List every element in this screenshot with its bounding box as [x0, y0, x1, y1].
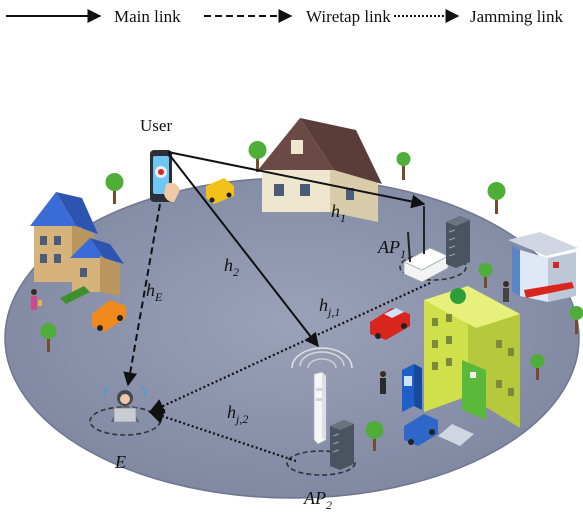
- car-icon: [92, 300, 126, 332]
- antenna-icon: [291, 347, 353, 445]
- user-label: User: [140, 116, 172, 135]
- tree-icon: [105, 173, 124, 204]
- car-icon: [370, 308, 410, 340]
- blue-house-icon: [30, 192, 124, 296]
- hedge-icon: [60, 286, 90, 304]
- person-icon: [31, 289, 42, 310]
- links: [123, 151, 431, 463]
- hj2-label: hj,2: [227, 402, 248, 426]
- legend-wiretap-label: Wiretap link: [306, 7, 391, 26]
- legend-jamming-link: Jamming link: [394, 7, 564, 26]
- person-icon: [380, 371, 386, 394]
- ap2-coverage-ring: [286, 450, 356, 476]
- legend-main-label: Main link: [114, 7, 181, 26]
- hj1-label: hj,1: [319, 295, 340, 319]
- tree-icon: [487, 182, 506, 214]
- main-link-h1: [167, 151, 426, 209]
- hacker-icon: [103, 387, 147, 423]
- h2-label: h2: [224, 255, 239, 279]
- car-icon: [206, 178, 234, 204]
- hE-label: hE: [146, 280, 163, 304]
- hospital-icon: [424, 286, 520, 446]
- main-link-h2: [167, 152, 319, 348]
- legend-jamming-label: Jamming link: [470, 7, 564, 26]
- ap2-group: [286, 347, 356, 476]
- tree-icon: [396, 152, 411, 180]
- eve-group: [89, 387, 161, 436]
- legend-wiretap-link: Wiretap link: [204, 7, 391, 26]
- legend: Main link Wiretap link Jamming link: [6, 7, 564, 26]
- ap1-group: [399, 206, 470, 283]
- router-icon: [403, 206, 449, 283]
- person-icon: [503, 281, 509, 302]
- ap1-label: AP1: [377, 237, 406, 261]
- tree-icon: [569, 306, 583, 334]
- h1-label: h1: [331, 201, 346, 225]
- phone-booth-icon: [402, 364, 422, 412]
- ap2-label: AP2: [303, 488, 332, 512]
- bus-stop-icon: [508, 232, 578, 302]
- tree-icon: [478, 263, 493, 288]
- jamming-link-hj1: [148, 282, 431, 414]
- jamming-link-hj2: [148, 409, 297, 463]
- tree-icon: [40, 323, 57, 352]
- wiretap-link-hE: [123, 203, 161, 387]
- house-icon: [258, 118, 382, 222]
- legend-main-link: Main link: [6, 7, 181, 26]
- eve-label: E: [114, 452, 126, 472]
- tree-icon: [248, 141, 267, 172]
- car-icon: [404, 414, 438, 446]
- phone-icon: [150, 150, 180, 202]
- tree-icon: [530, 354, 545, 380]
- trees: [40, 141, 583, 451]
- server-icon: [330, 420, 354, 470]
- server-icon: [446, 216, 470, 268]
- tree-icon: [365, 421, 384, 451]
